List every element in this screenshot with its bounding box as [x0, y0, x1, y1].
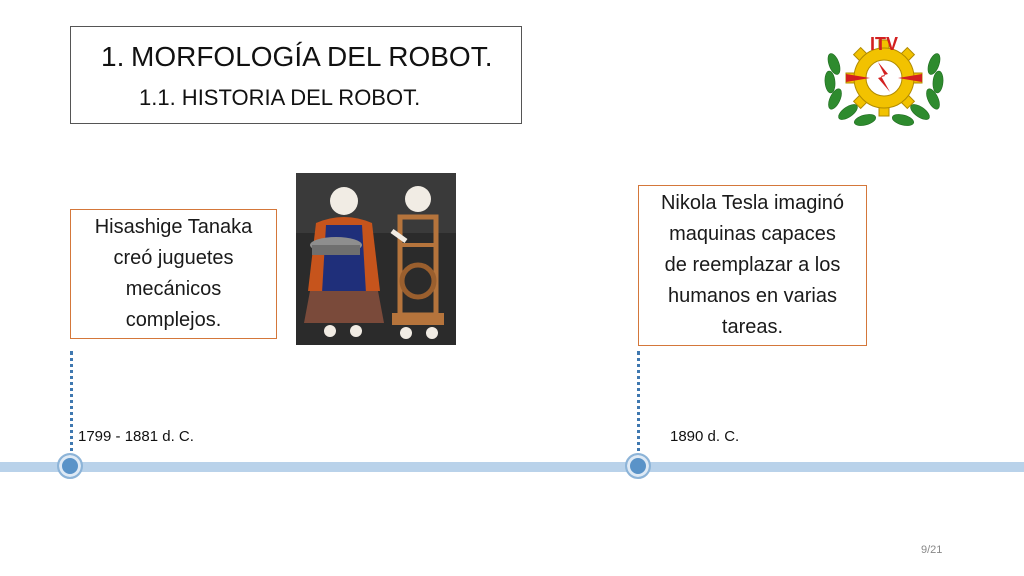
itv-logo: ITV	[824, 34, 944, 126]
event-card-tesla: Nikola Tesla imaginó maquinas capaces de…	[638, 185, 867, 346]
event-line: maquinas capaces	[669, 223, 836, 245]
logo-text: ITV	[870, 34, 898, 54]
event-card-tanaka: Hisashige Tanaka creó juguetes mecánicos…	[70, 209, 277, 339]
event-line: de reemplazar a los	[664, 254, 841, 276]
page-number: 9/21	[921, 544, 943, 556]
event-line: mecánicos	[125, 278, 222, 300]
event-line: Hisashige Tanaka	[94, 216, 253, 238]
event-text-tanaka: Hisashige Tanaka creó juguetes mecánicos…	[95, 212, 253, 336]
timeline-marker-tesla	[625, 453, 651, 479]
title-main-text: MORFOLOGÍA DEL ROBOT.	[131, 41, 493, 72]
title-box: 1.MORFOLOGÍA DEL ROBOT. 1.1. HISTORIA DE…	[70, 26, 522, 124]
event-line: tareas.	[721, 316, 784, 338]
event-date-tanaka: 1799 - 1881 d. C.	[78, 428, 194, 445]
event-line: creó juguetes	[113, 247, 234, 269]
slide-subtitle: 1.1. HISTORIA DEL ROBOT.	[139, 85, 421, 110]
event-line: complejos.	[125, 309, 222, 331]
dotted-connector-left	[70, 351, 73, 459]
timeline-bar	[0, 462, 1024, 472]
karakuri-dolls-photo	[296, 173, 456, 345]
event-date-tesla: 1890 d. C.	[670, 428, 740, 445]
event-text-tesla: Nikola Tesla imaginó maquinas capaces de…	[661, 188, 844, 343]
slide-title: 1.MORFOLOGÍA DEL ROBOT.	[101, 41, 492, 73]
title-number: 1.	[101, 41, 125, 72]
dotted-connector-right	[637, 351, 640, 459]
event-line: humanos en varias	[668, 285, 837, 307]
event-line: Nikola Tesla imaginó	[660, 192, 845, 214]
timeline-marker-tanaka	[57, 453, 83, 479]
